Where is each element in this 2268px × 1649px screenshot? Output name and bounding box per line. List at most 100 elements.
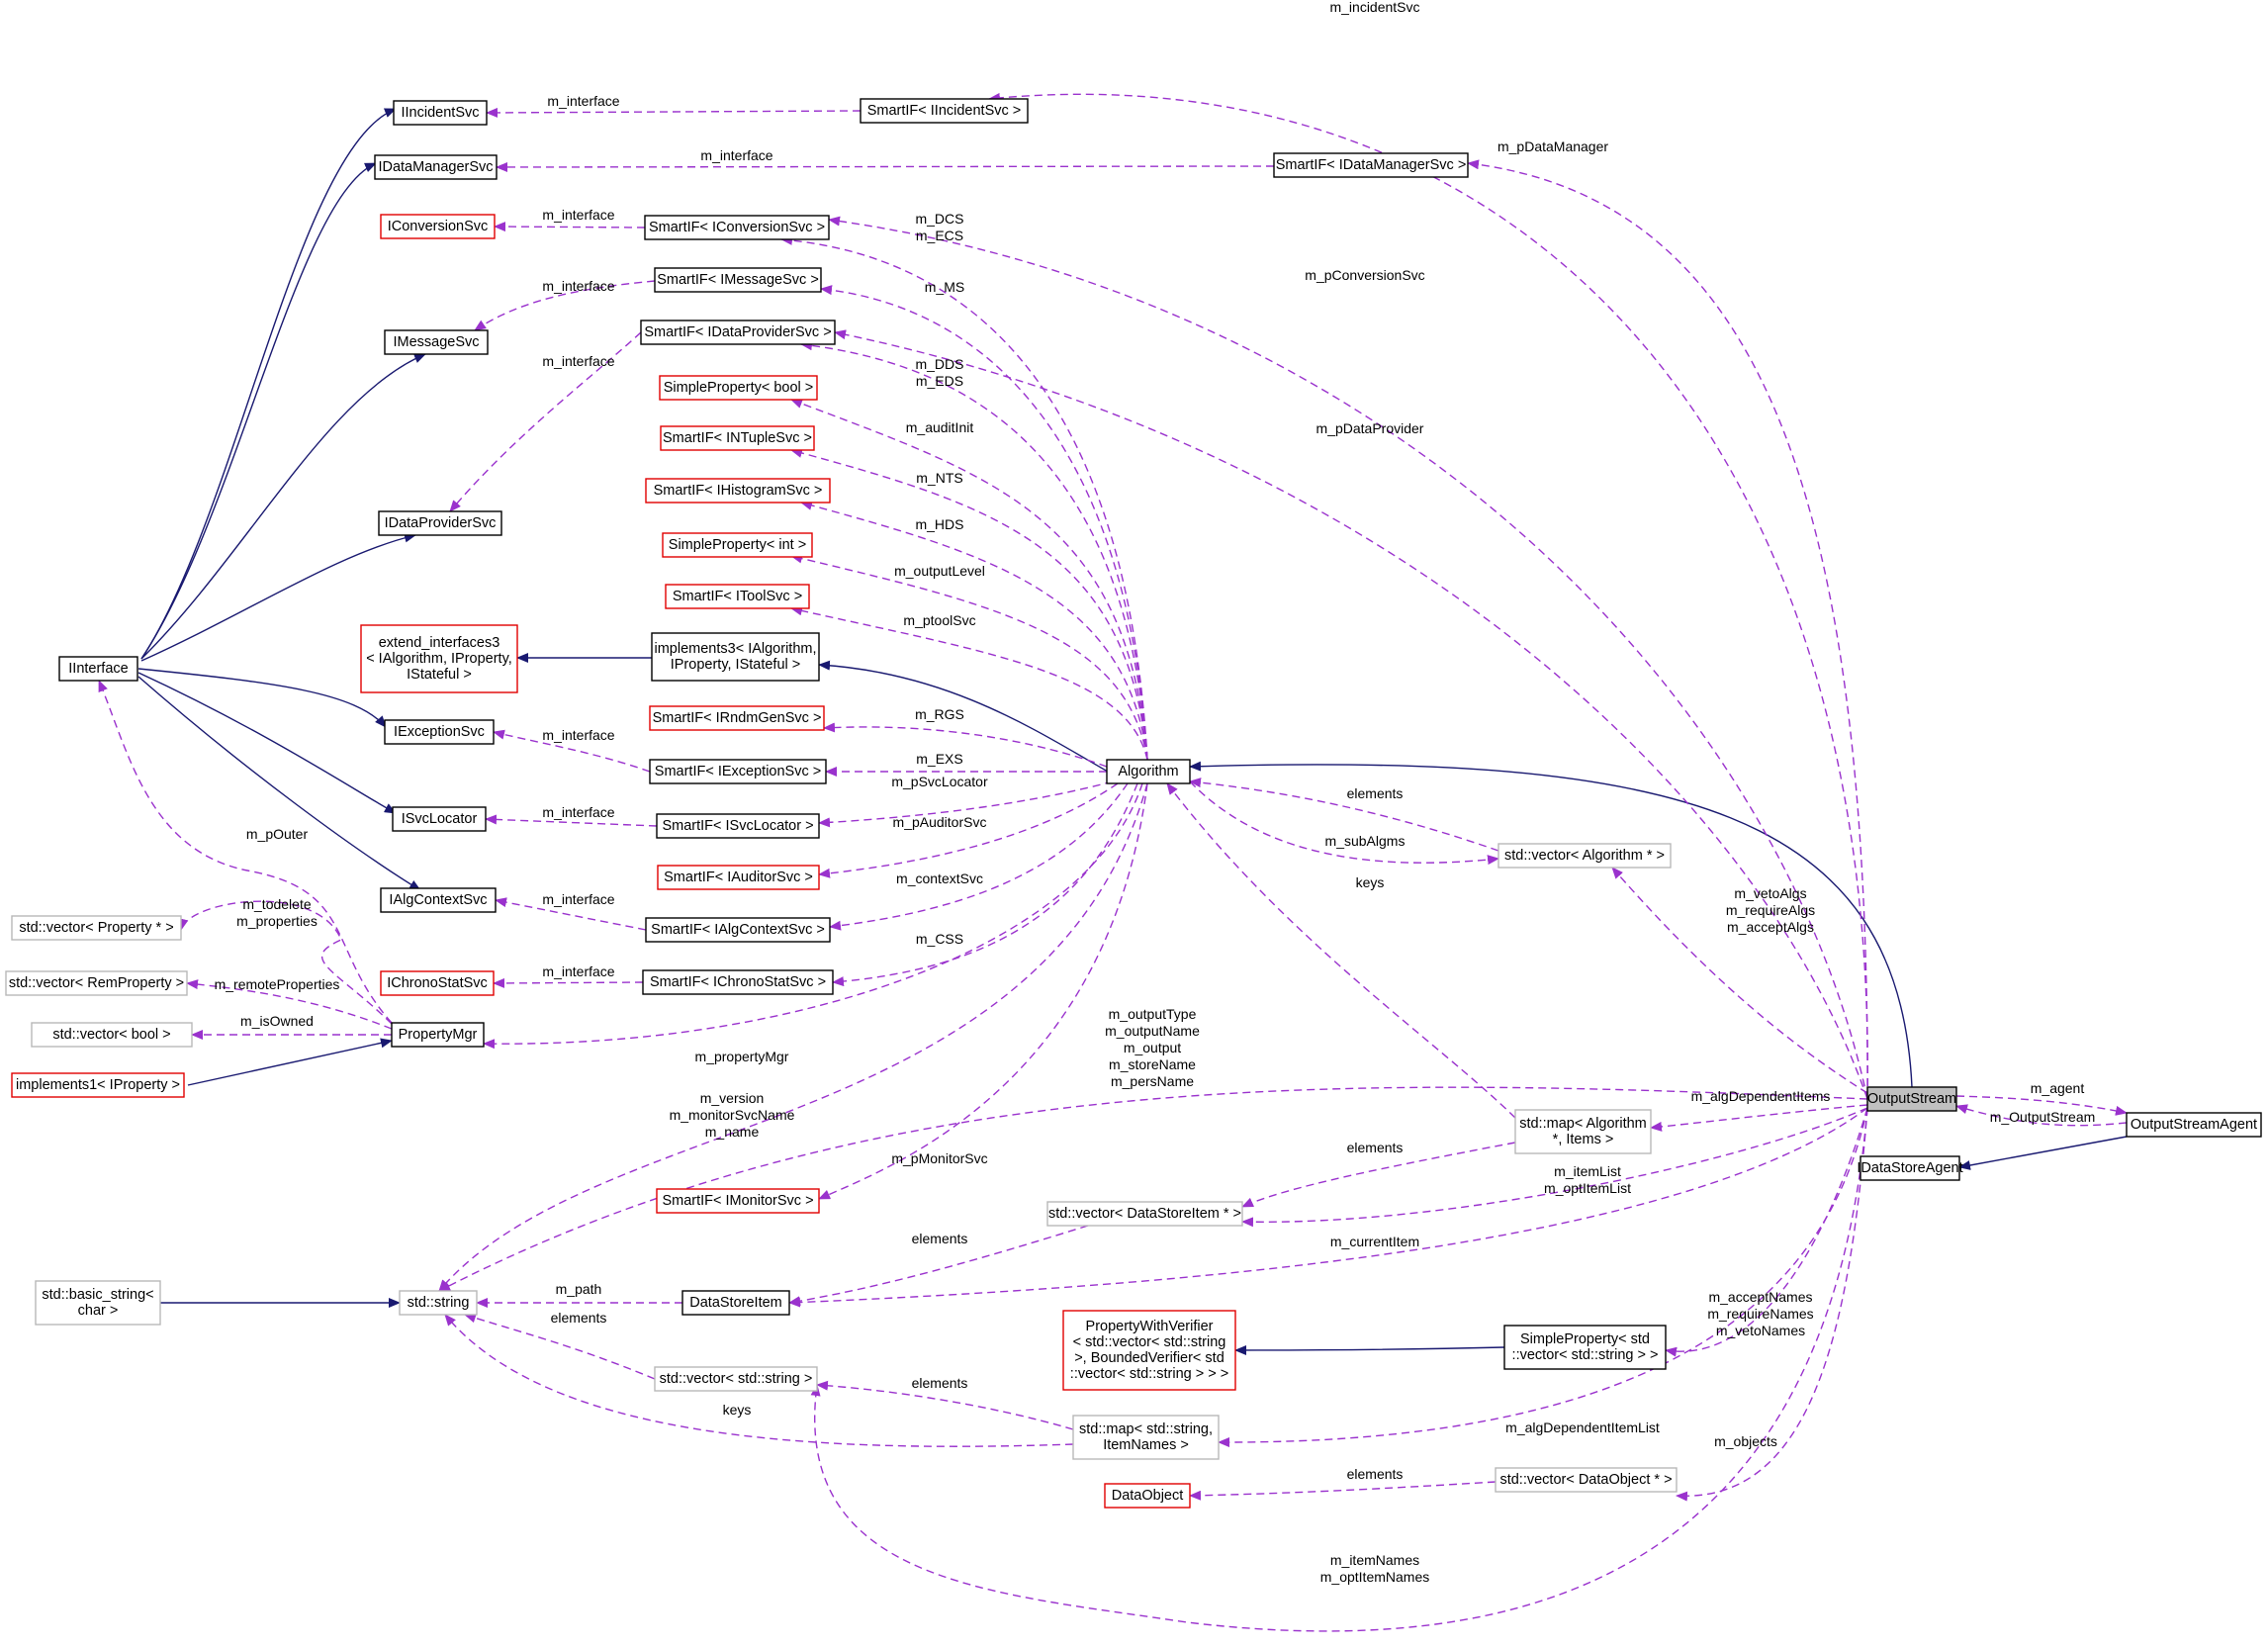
- class-node-label: SmartIF< ISvcLocator >: [662, 818, 813, 834]
- class-node-mapstringitemnames[interactable]: std::map< std::string,ItemNames >: [1072, 1415, 1220, 1460]
- class-node-vecdatastoreitem[interactable]: std::vector< DataStoreItem * >: [1046, 1201, 1243, 1227]
- class-node-smartauditor[interactable]: SmartIF< IAuditorSvc >: [657, 865, 820, 890]
- class-node-smartrndm[interactable]: SmartIF< IRndmGenSvc >: [649, 705, 825, 731]
- class-node-smarthistogram[interactable]: SmartIF< IHistogramSvc >: [645, 478, 831, 504]
- usage-edge-17: [474, 280, 656, 331]
- class-node-label: IInterface: [68, 661, 128, 677]
- class-node-vecbool[interactable]: std::vector< bool >: [31, 1022, 193, 1048]
- usage-edge-59: [788, 1107, 1868, 1308]
- class-node-basic_string[interactable]: std::basic_string<char >: [35, 1280, 161, 1326]
- class-node-label: IConversionSvc: [388, 219, 489, 234]
- inheritance-edge-10: [818, 660, 1109, 773]
- edge-label-m-incidentsvc: m_incidentSvc: [1329, 0, 1419, 15]
- class-node-vecdataobject[interactable]: std::vector< DataObject * >: [1495, 1467, 1678, 1493]
- class-node-smartincident[interactable]: SmartIF< IIncidentSvc >: [860, 98, 1029, 124]
- class-node-label: std::string: [408, 1295, 470, 1311]
- class-node-outputstream[interactable]: OutputStream: [1866, 1086, 1957, 1112]
- edge-label-m-algdependentitems: m_algDependentItems: [1691, 1088, 1831, 1104]
- class-node-smartsvclocator[interactable]: SmartIF< ISvcLocator >: [656, 813, 820, 839]
- class-node-label: IMessageSvc: [393, 334, 479, 350]
- edge-label-m-interface-chrono: m_interface: [542, 963, 614, 979]
- class-node-implements3[interactable]: implements3< IAlgorithm,IProperty, IStat…: [651, 632, 820, 682]
- class-node-iincidentsvc[interactable]: IIncidentSvc: [393, 100, 488, 126]
- class-node-smartdataprovider[interactable]: SmartIF< IDataProviderSvc >: [640, 320, 836, 345]
- edge-label-m-psvclocator: m_pSvcLocator: [891, 774, 988, 789]
- class-node-simpleint[interactable]: SimpleProperty< int >: [662, 532, 813, 558]
- class-node-smartdatamanager[interactable]: SmartIF< IDataManagerSvc >: [1273, 152, 1469, 178]
- class-node-label: std::vector< std::string >: [660, 1371, 813, 1387]
- edge-label-elements-str: elements: [551, 1310, 607, 1326]
- class-node-dataobject[interactable]: DataObject: [1104, 1483, 1191, 1509]
- class-node-label: IDataProviderSvc: [385, 515, 497, 531]
- inheritance-edge-0: [140, 108, 397, 660]
- edge-label-m-pdatamanager: m_pDataManager: [1497, 138, 1608, 154]
- class-node-label: OutputStream: [1867, 1091, 1956, 1107]
- class-node-label: SmartIF< IIncidentSvc >: [867, 103, 1022, 119]
- class-node-smartchrono[interactable]: SmartIF< IChronoStatSvc >: [642, 969, 834, 995]
- class-node-string[interactable]: std::string: [399, 1290, 478, 1316]
- class-node-iconversionsvc[interactable]: IConversionSvc: [380, 214, 496, 239]
- usage-edge-61: [464, 1313, 656, 1380]
- edge-label-m-path: m_path: [556, 1281, 602, 1297]
- usage-edge-19: [493, 729, 651, 773]
- class-node-mapalgitems[interactable]: std::map< Algorithm*, Items >: [1514, 1109, 1652, 1154]
- class-node-label: PropertyMgr: [399, 1027, 478, 1043]
- class-node-smartmonitor[interactable]: SmartIF< IMonitorSvc >: [656, 1188, 820, 1214]
- class-node-smartalgcontext[interactable]: SmartIF< IAlgContextSvc >: [645, 917, 831, 943]
- edge-label-m-contextsvc: m_contextSvc: [896, 870, 983, 886]
- class-node-label: SmartIF< IToolSvc >: [673, 589, 802, 604]
- class-node-simplebool[interactable]: SimpleProperty< bool >: [659, 375, 818, 401]
- usage-edge-27: [780, 234, 1148, 761]
- edge-label-m-interface-incident: m_interface: [547, 93, 619, 109]
- class-node-vecremproperty[interactable]: std::vector< RemProperty >: [5, 970, 188, 996]
- edge-label-m-interface-svcloc: m_interface: [542, 804, 614, 820]
- class-node-smartexception[interactable]: SmartIF< IExceptionSvc >: [649, 759, 827, 784]
- edge-label-m-exs: m_EXS: [916, 751, 962, 767]
- class-node-iexceptionsvc[interactable]: IExceptionSvc: [384, 719, 495, 745]
- class-node-label: std::vector< DataObject * >: [1499, 1472, 1672, 1488]
- class-node-simplevecstring[interactable]: SimpleProperty< std::vector< std::string…: [1503, 1325, 1667, 1370]
- class-node-extend_interfaces3[interactable]: extend_interfaces3< IAlgorithm, IPropert…: [360, 624, 518, 693]
- usage-edge-34: [790, 605, 1148, 761]
- class-node-vecstring[interactable]: std::vector< std::string >: [654, 1366, 818, 1392]
- class-node-idataprovidersvc[interactable]: IDataProviderSvc: [378, 510, 502, 536]
- class-node-vecalgorithm[interactable]: std::vector< Algorithm * >: [1497, 843, 1672, 869]
- class-node-isvclocator[interactable]: ISvcLocator: [392, 806, 487, 832]
- usage-edge-15: [496, 161, 1275, 172]
- class-node-smartconversion[interactable]: SmartIF< IConversionSvc >: [644, 215, 830, 240]
- class-node-smarttool[interactable]: SmartIF< IToolSvc >: [665, 584, 810, 609]
- class-node-label: Algorithm: [1118, 764, 1178, 779]
- usage-edge-24: [1467, 159, 1868, 1100]
- class-node-datastoreitem[interactable]: DataStoreItem: [681, 1290, 790, 1316]
- usage-edge-35: [823, 722, 1108, 768]
- class-node-label: SimpleProperty< std::vector< std::string…: [1512, 1331, 1659, 1363]
- class-node-vecproperty[interactable]: std::vector< Property * >: [11, 915, 182, 941]
- edge-label-m-interface-datamgr: m_interface: [700, 147, 772, 163]
- class-node-label: SmartIF< INTupleSvc >: [663, 430, 812, 446]
- inheritance-edge-3: [140, 532, 416, 662]
- edge-label-m-interface-exc: m_interface: [542, 727, 614, 743]
- class-node-ichronostatsvc[interactable]: IChronoStatSvc: [380, 970, 495, 996]
- class-node-ialgcontextsvc[interactable]: IAlgContextSvc: [380, 887, 497, 913]
- class-node-propertymgr[interactable]: PropertyMgr: [391, 1022, 485, 1048]
- class-node-iinterface[interactable]: IInterface: [58, 656, 138, 682]
- usage-edge-47: [1611, 867, 1868, 1094]
- class-node-idatastoreagent[interactable]: IDataStoreAgent: [1857, 1155, 1963, 1181]
- edge-label-m-rgs: m_RGS: [915, 706, 964, 722]
- class-node-idatamanagersvc[interactable]: IDataManagerSvc: [374, 154, 498, 180]
- usage-edge-16: [494, 222, 646, 232]
- class-node-outputstreamagent[interactable]: OutputStreamAgent: [2126, 1112, 2262, 1138]
- class-node-smartmessage[interactable]: SmartIF< IMessageSvc >: [654, 267, 822, 293]
- class-node-algorithm[interactable]: Algorithm: [1106, 759, 1191, 784]
- class-node-smartntuple[interactable]: SmartIF< INTupleSvc >: [660, 425, 815, 451]
- class-node-implements1[interactable]: implements1< IProperty >: [11, 1072, 185, 1098]
- class-node-propertywithverifier[interactable]: PropertyWithVerifier< std::vector< std::…: [1062, 1310, 1236, 1391]
- class-node-imessagesvc[interactable]: IMessageSvc: [384, 329, 489, 355]
- edge-label-m-outputstream: m_OutputStream: [1990, 1109, 2096, 1125]
